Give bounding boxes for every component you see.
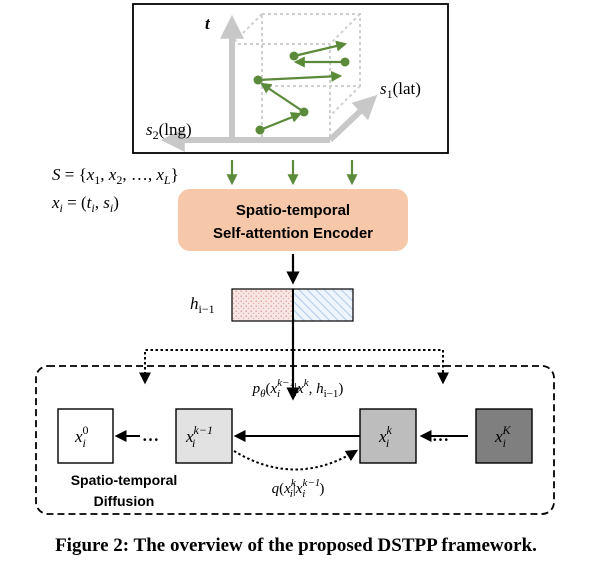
- conditioning-arrows: [139, 321, 449, 401]
- svg-text:xki: xki: [378, 423, 393, 450]
- axes: [160, 14, 378, 152]
- ellipsis-left: …: [142, 426, 159, 445]
- s1-axis: [327, 95, 378, 143]
- s1-axis-label: s1(lat): [380, 79, 421, 101]
- trajectory: [257, 40, 348, 132]
- self-attention-encoder: Spatio-temporal Self-attention Encoder: [178, 189, 408, 251]
- trajectory-points: [253, 51, 350, 135]
- event-definition: xi = (ti, si): [51, 193, 119, 215]
- hidden-state-label: hi−1: [190, 294, 215, 316]
- input-arrows: [226, 160, 358, 186]
- ellipsis-right: …: [432, 426, 449, 445]
- sequence-definition: S = {x1, x2, …, xL} xi = (ti, si): [51, 165, 179, 215]
- hidden-state-spatial: [292, 288, 354, 322]
- dotted-cube: [231, 13, 361, 140]
- s2-axis-label: s2(lng): [146, 120, 192, 142]
- figure-caption: Figure 2: The overview of the proposed D…: [55, 535, 537, 556]
- diffusion-label-line1: Spatio-temporal: [71, 472, 178, 488]
- trajectory-panel: t s1(lat) s2(lng): [132, 3, 449, 154]
- diffusion-label-line2: Diffusion: [94, 493, 155, 509]
- sequence-set: S = {x1, x2, …, xL}: [52, 165, 179, 187]
- t-axis-label: t: [205, 14, 211, 33]
- encoder-label-line2: Self-attention Encoder: [213, 225, 373, 242]
- encoder-label-line1: Spatio-temporal: [236, 202, 350, 219]
- hidden-state-temporal: [231, 288, 294, 322]
- svg-text:x0i: x0i: [74, 423, 89, 450]
- hidden-state: hi−1: [190, 288, 354, 322]
- noising-arrow: [233, 449, 359, 471]
